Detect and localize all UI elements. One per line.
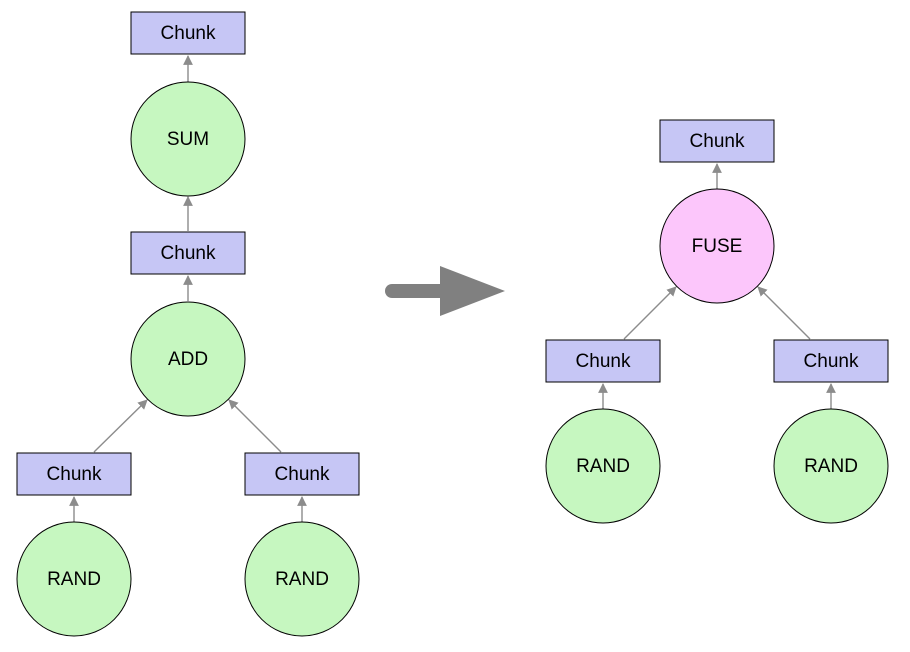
left-rand-right-node: RAND <box>244 521 360 637</box>
left-add-label: ADD <box>168 349 208 370</box>
edge-chunk-left-to-add <box>93 399 148 453</box>
right-chunk-left-label: Chunk <box>576 351 631 372</box>
right-rand-right-label: RAND <box>804 456 858 477</box>
left-rand-left-node: RAND <box>16 521 132 637</box>
left-chunk-right-label: Chunk <box>275 464 330 485</box>
right-rand-left-node: RAND <box>545 408 661 524</box>
right-chunk-left-node: Chunk <box>545 339 661 383</box>
right-chunk-right-label: Chunk <box>804 351 859 372</box>
left-chunk-right-node: Chunk <box>244 452 360 496</box>
left-add-node: ADD <box>130 301 246 417</box>
edge-chunk-left-to-fuse <box>623 286 677 340</box>
left-chunk-top-label: Chunk <box>161 23 216 44</box>
left-sum-node: SUM <box>130 81 246 197</box>
left-chunk-left-label: Chunk <box>47 464 102 485</box>
left-rand-left-label: RAND <box>47 569 101 590</box>
edge-chunk-right-to-add <box>228 399 282 453</box>
right-chunk-top-label: Chunk <box>690 131 745 152</box>
right-chunk-top-node: Chunk <box>659 119 775 163</box>
edge-chunk-right-to-fuse <box>757 286 811 340</box>
left-chunk-mid-label: Chunk <box>161 243 216 264</box>
right-arrow-icon <box>385 266 505 316</box>
right-rand-right-node: RAND <box>773 408 889 524</box>
left-chunk-top-node: Chunk <box>130 11 246 55</box>
left-chunk-left-node: Chunk <box>16 452 132 496</box>
left-graph: Chunk SUM Chunk ADD Chunk Chunk <box>16 11 360 637</box>
right-graph: Chunk FUSE Chunk Chunk RAND RAND <box>545 119 889 524</box>
right-fuse-label: FUSE <box>692 236 743 257</box>
left-chunk-mid-node: Chunk <box>130 231 246 275</box>
left-sum-label: SUM <box>167 129 209 150</box>
right-fuse-node: FUSE <box>659 188 775 304</box>
left-rand-right-label: RAND <box>275 569 329 590</box>
right-rand-left-label: RAND <box>576 456 630 477</box>
right-chunk-right-node: Chunk <box>773 339 889 383</box>
